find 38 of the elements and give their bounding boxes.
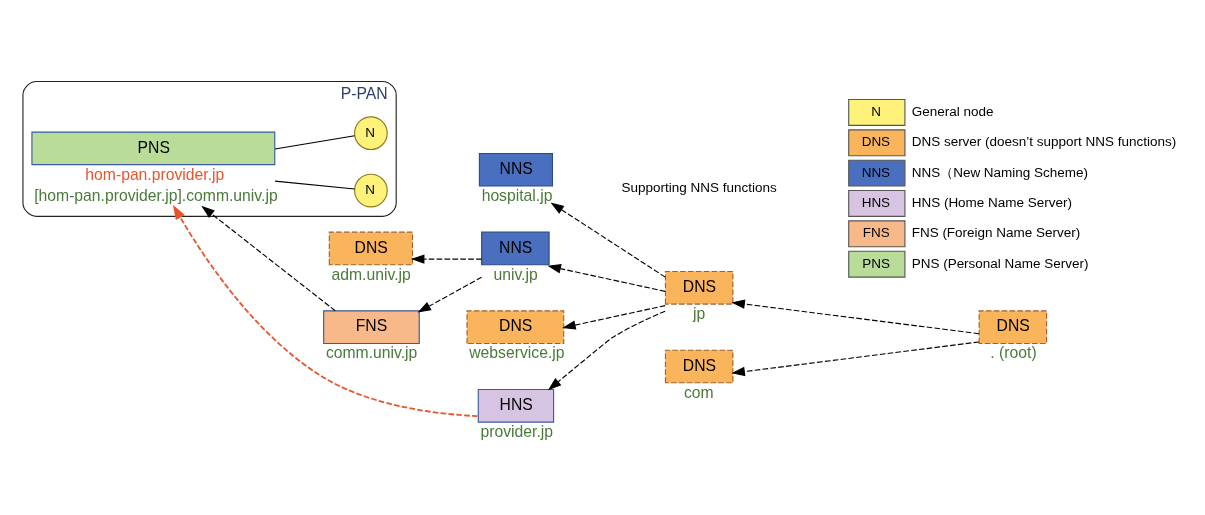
node-label: . (root) <box>990 343 1037 361</box>
node-label: comm.univ.jp <box>325 343 418 361</box>
arrow <box>172 204 479 417</box>
arrow <box>547 310 666 390</box>
node-label: com <box>684 383 714 401</box>
legend-label: PNS (Personal Name Server) <box>911 255 1089 271</box>
label: PNS <box>862 255 890 271</box>
arrow <box>562 304 666 330</box>
legend-label: FNS (Foreign Name Server) <box>911 224 1081 240</box>
node-label: adm.univ.jp <box>331 265 411 283</box>
arrow <box>417 276 483 313</box>
label: HNS <box>861 194 891 210</box>
node-circle: N <box>354 115 388 150</box>
arrow <box>547 263 666 292</box>
node-label: webservice.jp <box>469 343 565 361</box>
arrow <box>731 340 980 376</box>
label: Supporting NNS functions <box>621 179 777 195</box>
legend-label: NNS（New Naming Scheme) <box>911 164 1089 180</box>
legend-label: General node <box>911 103 994 119</box>
node-circle: N <box>354 173 388 207</box>
label: NNS <box>861 164 891 180</box>
node-label: univ.jp <box>493 265 538 283</box>
node-label: [hom-pan.provider.jp].comm.univ.jp <box>34 186 278 204</box>
arrow <box>201 205 336 311</box>
arrow <box>731 298 980 334</box>
connector <box>274 134 356 150</box>
arrow <box>550 202 666 278</box>
node-label: provider.jp <box>480 422 554 440</box>
label: FNS <box>862 224 890 240</box>
arrow <box>410 253 483 264</box>
node-label: jp <box>693 304 706 322</box>
legend-label: DNS server (doesn’t support NNS functions) <box>911 133 1177 149</box>
label: DNS <box>861 133 891 149</box>
node-label: hom-pan.provider.jp <box>85 165 225 183</box>
legend-label: HNS (Home Name Server) <box>911 194 1073 210</box>
connector <box>274 180 356 190</box>
label: N <box>871 103 881 119</box>
node-label: hospital.jp <box>481 186 553 204</box>
